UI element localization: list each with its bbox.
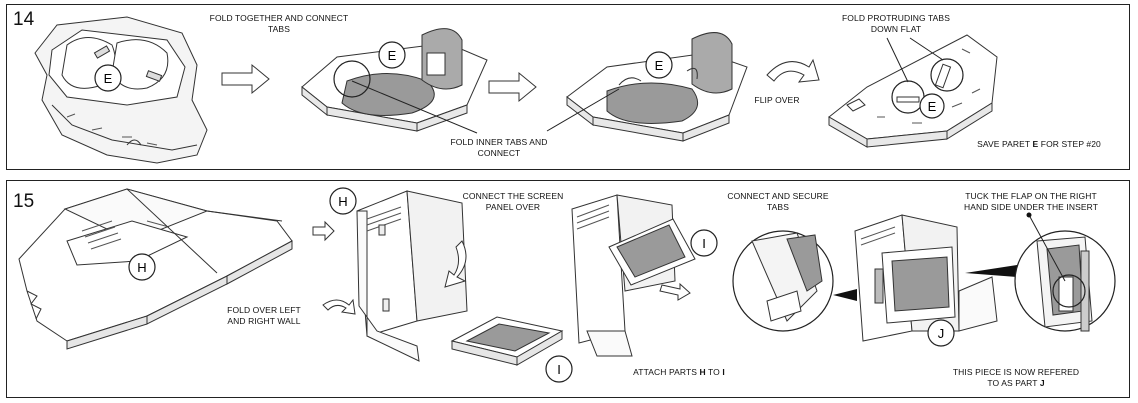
caption-attach-parts: ATTACH PARTS H TO I [619,367,739,378]
caption-part-letter: H [699,367,706,377]
caption-line: FOLD TOGETHER AND CONNECT [209,13,349,23]
part-h-with-i [571,194,696,357]
caption-line: FOLD PROTRUDING TABS [842,13,950,23]
part-e-flipped [828,34,998,148]
caption-line: FOLD INNER TABS AND [450,137,548,147]
caption-line: PANEL OVER [485,202,541,212]
part-i-badge-2 [690,229,718,257]
caption-text: SAVE PARET [977,139,1031,149]
part-e-badge-1 [94,64,122,92]
zoom-left-content [751,232,823,322]
part-h-unfolded [18,188,293,350]
part-e-folding [301,28,488,132]
step-15-panel: 15 H H [6,180,1130,398]
caption-line: THIS PIECE IS NOW REFERED [952,367,1080,377]
step-number: 14 [13,9,35,30]
caption-now-part-j: THIS PIECE IS NOW REFERED TO AS PART J [941,367,1091,389]
part-i-letter-1: I [557,362,561,377]
caption-connect-secure: CONNECT AND SECURE TABS [711,191,845,213]
caption-line: HAND SIDE UNDER THE INSERT [963,202,1099,212]
caption-line: AND RIGHT WALL [227,316,301,326]
flip-over-arrow [766,58,820,83]
leader-line-2 [546,88,620,132]
leader-line-1 [351,80,478,134]
caption-fold-over: FOLD OVER LEFT AND RIGHT WALL [219,305,309,327]
detail-circle-1 [333,60,371,98]
arrow-right-1 [221,63,270,95]
caption-part-letter: I [722,367,725,377]
part-e-unfolded [34,16,208,164]
part-e-badge-4 [919,93,945,119]
part-e-letter-4: E [928,99,937,114]
step-15-illustration: H H I [18,187,1116,383]
caption-line: CONNECT [477,148,521,158]
caption-part-letter: E [1032,139,1039,149]
caption-line: TABS [268,24,290,34]
caption-save-part: SAVE PARET E FOR STEP #20 [959,139,1119,150]
arrow-right-2 [488,71,537,103]
caption-line: FOLD OVER LEFT [227,305,301,315]
part-h-letter-1: H [137,260,146,275]
part-i-badge-1 [545,355,573,383]
part-i-screen [450,316,564,366]
part-h-folded [356,190,468,362]
part-h-badge-1 [128,253,156,281]
part-h-badge-2 [329,187,357,215]
caption-fold-together: FOLD TOGETHER AND CONNECT TABS [195,13,363,35]
part-j-badge [927,319,955,347]
tuck-detail-circle [1052,274,1086,308]
caption-line: TO AS PART J [941,378,1091,389]
tuck-leader-dot [1026,212,1032,218]
part-e-letter-1: E [104,71,113,86]
tuck-leader-line [1028,214,1066,282]
caption-line: TABS [767,202,789,212]
caption-flip-over: FLIP OVER [754,95,800,105]
part-i-letter-2: I [702,236,706,251]
zoom-pointer-right [965,265,1017,277]
step-14-panel: 14 E E [6,4,1130,170]
detail-circle-3 [930,58,964,92]
caption-line: CONNECT THE SCREEN [462,191,564,201]
caption-part-letter: J [1039,378,1045,388]
part-j-letter: J [938,326,945,341]
caption-line: CONNECT AND SECURE [727,191,829,201]
part-e-letter-3: E [655,58,664,73]
caption-text: ATTACH PARTS [633,367,698,377]
arrow-small-right [312,220,335,242]
caption-text: TO AS PART [987,378,1038,388]
part-e-badge-3 [645,51,673,79]
part-e-letter-2: E [388,48,397,63]
caption-fold-protruding: FOLD PROTRUDING TABS DOWN FLAT [831,13,961,35]
part-h-letter-2: H [338,194,347,209]
leader-lines-protruding [886,37,944,83]
caption-line: TUCK THE FLAP ON THE RIGHT [965,191,1097,201]
caption-text: FOR STEP #20 [1040,139,1101,149]
part-e-badge-2 [378,41,406,69]
part-j-assembled [854,214,998,342]
part-e-folded [566,32,748,142]
caption-fold-inner: FOLD INNER TABS AND CONNECT [433,137,565,159]
caption-text: TO [708,367,720,377]
step-14-illustration: E E [34,16,998,164]
caption-tuck-flap: TUCK THE FLAP ON THE RIGHT HAND SIDE UND… [951,191,1111,213]
arrow-fold-walls [322,298,356,315]
caption-connect-screen: CONNECT THE SCREEN PANEL OVER [443,191,583,213]
caption-line: DOWN FLAT [870,24,922,34]
zoom-pointer-left [833,289,857,301]
step-number: 15 [13,191,35,212]
